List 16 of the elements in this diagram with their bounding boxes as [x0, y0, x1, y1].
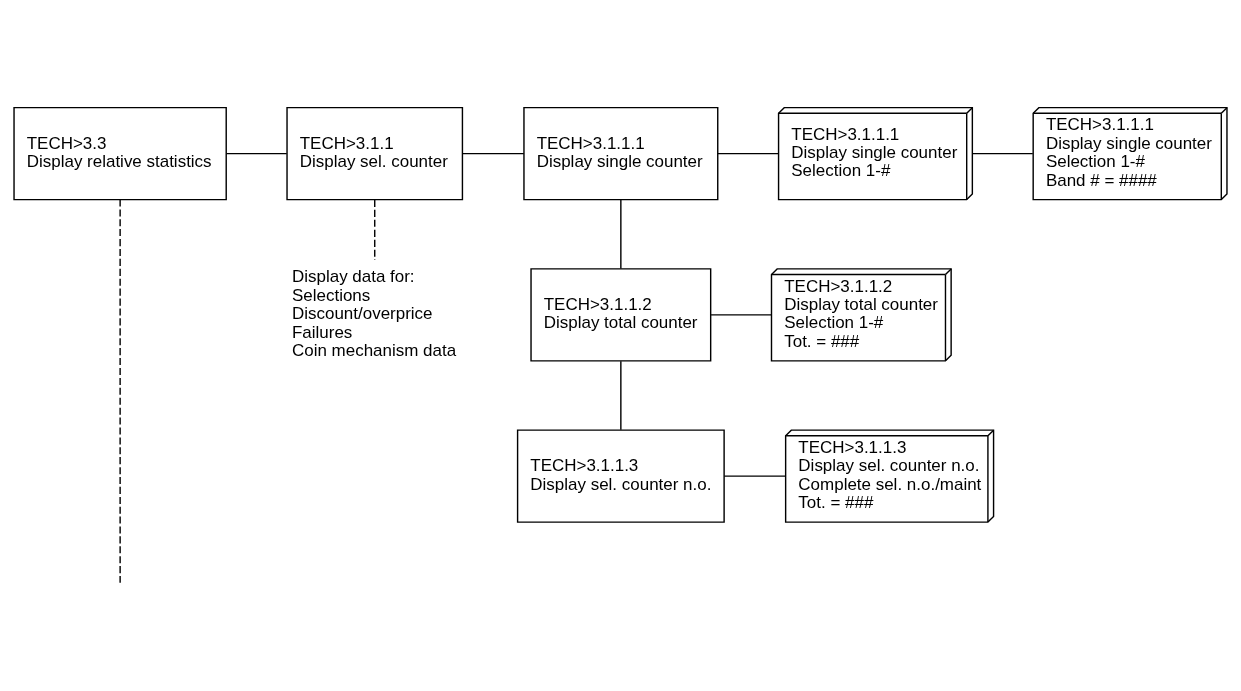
connector — [620, 198, 622, 269]
node-box: TECH>3.1.1.1 Display single counter — [523, 106, 719, 200]
node-box: TECH>3.1.1 Display sel. counter — [286, 106, 464, 200]
node-box: TECH>3.1.1.2 Display total counter — [530, 267, 712, 362]
connector — [374, 198, 376, 261]
connector — [723, 474, 787, 477]
node-box: TECH>3.3 Display relative statistics — [13, 106, 227, 200]
connector — [620, 360, 622, 430]
connector — [225, 152, 288, 154]
connector — [119, 198, 121, 583]
connector — [971, 152, 1034, 154]
node-text: Display data for: Selections Discount/overprice Failures Coin mechanism data — [291, 266, 457, 360]
connector — [717, 152, 779, 154]
connector — [462, 152, 525, 154]
connector — [710, 313, 773, 316]
node-box: TECH>3.1.1.3 Display sel. counter n.o. — [516, 428, 725, 523]
